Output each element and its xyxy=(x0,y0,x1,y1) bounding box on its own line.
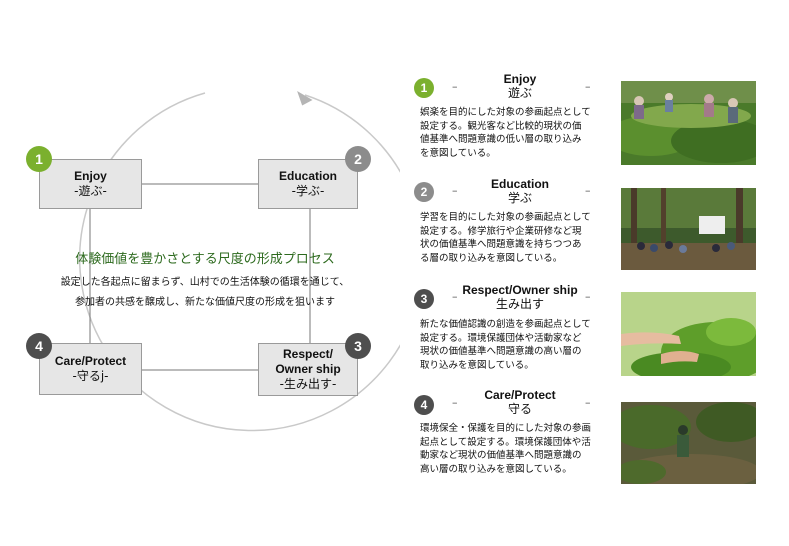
dash-left: – xyxy=(452,184,458,197)
dash-left: – xyxy=(452,396,458,409)
stage-box-enjoy: Enjoy -遊ぶ- xyxy=(39,159,142,209)
dash-right: – xyxy=(585,80,591,93)
item-desc-education: 学習を目的にした対象の参画起点として 設定する。修学旅行や企業研修など現 状の価… xyxy=(420,212,591,264)
dash-right: – xyxy=(585,396,591,409)
item-heading-care: Care/Protect 守る xyxy=(470,388,570,416)
stage-badge-4: 4 xyxy=(26,333,52,359)
dash-left: – xyxy=(452,80,458,93)
item-desc-respect: 新たな価値認識の創造を参画起点として 設定する。環境保護団体や活動家など 現状の… xyxy=(420,319,591,371)
stage-box-care: Care/Protect -守るj- xyxy=(39,343,142,395)
dash-right: – xyxy=(585,184,591,197)
stage-badge-2: 2 xyxy=(345,146,371,172)
stage-en-line1: Respect/ xyxy=(282,347,334,361)
item-heading-respect: Respect/Owner ship 生み出す xyxy=(450,283,590,311)
item-desc-enjoy: 娯楽を目的にした対象の参画起点として 設定する。観光客など比較的現状の価 値基準… xyxy=(420,107,591,159)
dash-left: – xyxy=(452,290,458,303)
item-en: Education xyxy=(490,177,549,191)
tea-picking-photo xyxy=(621,292,756,376)
tea-field-photo xyxy=(621,81,756,165)
item-jp: 学ぶ xyxy=(507,191,532,205)
diagram-title: 体験価値を豊かさとする尺度の形成プロセス xyxy=(75,252,335,267)
forest-class-photo xyxy=(621,188,756,270)
item-desc-care: 環境保全・保護を目的にした対象の参画 起点として設定する。環境保護団体や活 動家… xyxy=(420,423,592,475)
stage-en: Education xyxy=(278,169,337,183)
item-badge-4: 4 xyxy=(414,395,434,415)
diagram-desc-line-1: 設定した各起点に留まらず、山村での生活体験の循環を通じて、 xyxy=(60,277,350,288)
stage-en: Enjoy xyxy=(74,169,107,183)
stage-en: Care/Protect xyxy=(54,354,127,368)
dash-right: – xyxy=(585,290,591,303)
field-work-photo xyxy=(621,402,756,484)
item-jp: 生み出す xyxy=(495,297,544,311)
stage-box-respect: Respect/ Owner ship -生み出す- xyxy=(258,343,358,396)
item-heading-education: Education 学ぶ xyxy=(470,177,570,205)
stage-jp: -学ぶ- xyxy=(291,184,325,198)
item-badge-2: 2 xyxy=(414,182,434,202)
item-en: Care/Protect xyxy=(484,388,556,402)
item-heading-enjoy: Enjoy 遊ぶ xyxy=(470,72,570,100)
item-en: Respect/Owner ship xyxy=(462,283,578,297)
item-badge-3: 3 xyxy=(414,289,434,309)
diagram-description: 設定した各起点に留まらず、山村での生活体験の循環を通じて、 参加者の共感を醸成し… xyxy=(30,273,380,313)
stage-box-education: Education -学ぶ- xyxy=(258,159,358,209)
cycle-connectors xyxy=(89,183,311,371)
stage-badge-1: 1 xyxy=(26,146,52,172)
cycle-arrow-head xyxy=(297,91,313,106)
item-jp: 守る xyxy=(507,402,532,416)
stage-jp: -守るj- xyxy=(72,369,109,383)
item-badge-1: 1 xyxy=(414,78,434,98)
stage-badge-3: 3 xyxy=(345,333,371,359)
stage-jp: -遊ぶ- xyxy=(74,184,107,198)
item-en: Enjoy xyxy=(503,72,537,86)
stage-jp: -生み出す- xyxy=(279,377,337,391)
item-jp: 遊ぶ xyxy=(507,86,532,100)
diagram-desc-line-2: 参加者の共感を醸成し、新たな価値尺度の形成を狙います xyxy=(75,297,335,308)
stage-en-line2: Owner ship xyxy=(275,362,341,376)
